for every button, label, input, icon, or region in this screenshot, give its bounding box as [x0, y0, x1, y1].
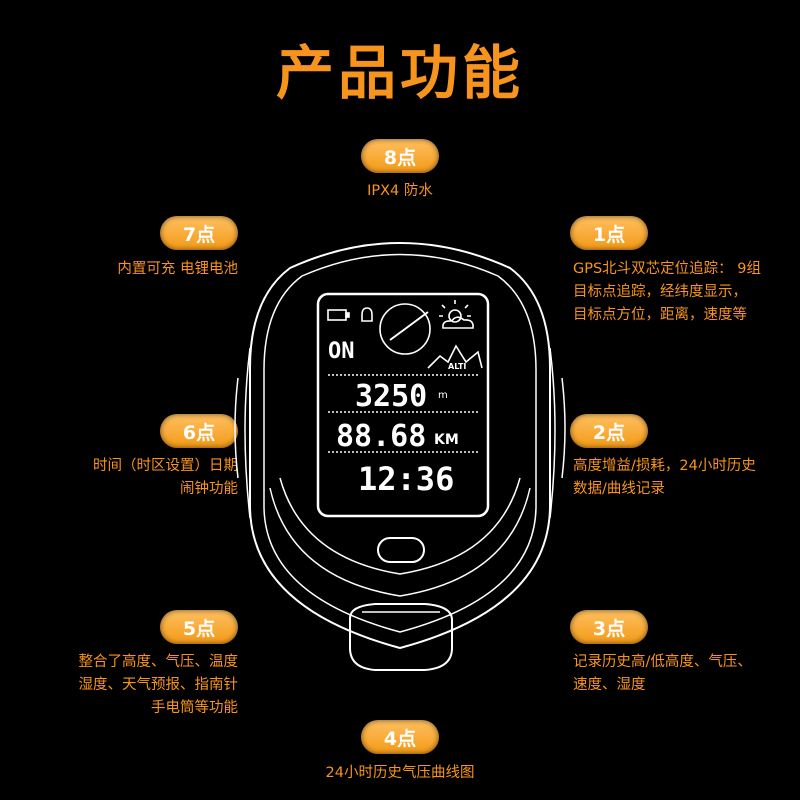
feature-2-desc: 高度增益/损耗，24小时历史 数据/曲线记录 — [573, 455, 756, 501]
badge-point-7: 7点 — [160, 216, 238, 250]
baro-label: ALTI — [448, 362, 466, 371]
feature-5-line-3: 手电筒等功能 — [151, 700, 238, 716]
badge-point-5: 5点 — [160, 610, 238, 644]
weather-icon — [448, 309, 462, 323]
feature-1-line-2: 目标点追踪，经纬度显示， — [573, 284, 747, 300]
badge-point-6: 6点 — [160, 414, 238, 448]
distance-unit: KM — [434, 432, 459, 448]
gps-device-illustration: ON ALTI 3250 m 88.68 KM 12:36 — [234, 242, 566, 671]
feature-1-line-1: GPS北斗双芯定位追踪： 9组 — [573, 261, 762, 277]
page-title: 产品功能 — [275, 39, 524, 107]
feature-5-line-2: 湿度、天气预报、指南针 — [78, 677, 239, 693]
device-button — [377, 537, 425, 563]
device-clip — [349, 603, 453, 671]
time-readout: 12:36 — [358, 460, 454, 498]
badge-point-3: 3点 — [570, 610, 648, 644]
feature-3-line-2: 速度、湿度 — [573, 677, 646, 693]
compass-dial-icon — [379, 303, 431, 355]
pressure-graph-icon — [427, 344, 483, 369]
feature-4-line-1: 24小时历史气压曲线图 — [325, 765, 475, 781]
feature-1-desc: GPS北斗双芯定位追踪： 9组 目标点追踪，经纬度显示， 目标点方位，距离，速度… — [573, 258, 761, 327]
feature-6-line-1: 时间（时区设置）日期 — [93, 458, 238, 474]
feature-6-line-2: 闹钟功能 — [180, 481, 238, 497]
badge-point-1: 1点 — [570, 216, 648, 250]
feature-5-line-1: 整合了高度、气压、温度 — [78, 654, 239, 670]
feature-6-desc: 时间（时区设置）日期 闹钟功能 — [30, 455, 238, 501]
feature-2-line-2: 数据/曲线记录 — [573, 481, 665, 497]
status-text: ON — [328, 339, 355, 364]
device-screen — [316, 292, 490, 518]
alarm-icon — [361, 307, 373, 322]
badge-point-4: 4点 — [361, 720, 439, 754]
altitude-readout: 3250 — [355, 379, 427, 414]
feature-4-desc: 24小时历史气压曲线图 — [250, 762, 550, 785]
feature-3-line-1: 记录历史高/低高度、气压、 — [573, 654, 752, 670]
badge-point-2: 2点 — [570, 414, 648, 448]
device-outer-shell — [249, 242, 551, 650]
feature-8-desc: IPX4 防水 — [300, 180, 500, 203]
feature-8-line-1: IPX4 防水 — [367, 183, 433, 199]
feature-2-line-1: 高度增益/损耗，24小时历史 — [573, 458, 756, 474]
badge-point-8: 8点 — [361, 139, 439, 173]
altitude-unit: m — [438, 390, 448, 401]
feature-3-desc: 记录历史高/低高度、气压、 速度、湿度 — [573, 651, 752, 697]
feature-1-line-3: 目标点方位，距离，速度等 — [573, 307, 747, 323]
device-inner-shell — [263, 253, 537, 633]
feature-7-line-1: 内置可充 电锂电池 — [117, 261, 238, 277]
feature-7-desc: 内置可充 电锂电池 — [30, 258, 238, 281]
feature-5-desc: 整合了高度、气压、温度 湿度、天气预报、指南针 手电筒等功能 — [30, 651, 239, 720]
distance-readout: 88.68 — [336, 419, 426, 454]
